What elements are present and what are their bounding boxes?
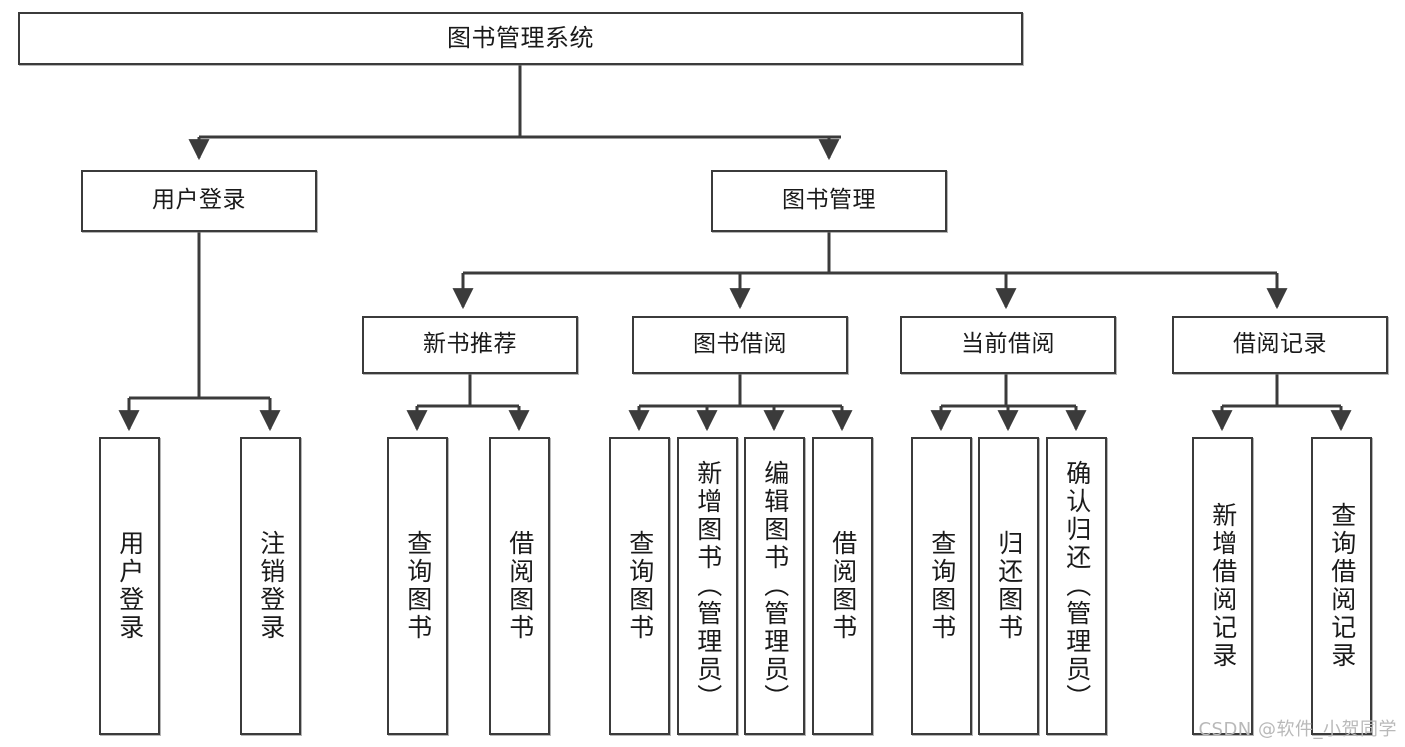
node-label: 查询图书 xyxy=(625,530,655,642)
node-borrow-record[interactable]: 借阅记录 xyxy=(1172,316,1388,374)
node-label: 借阅图书 xyxy=(505,530,535,642)
node-label: 借阅图书 xyxy=(828,530,858,642)
node-label: 新增借阅记录 xyxy=(1208,502,1238,670)
node-leaf-query-borrow-record[interactable]: 查询借阅记录 xyxy=(1311,437,1372,735)
node-label: 用户登录 xyxy=(115,530,145,642)
node-label: 查询借阅记录 xyxy=(1327,502,1357,670)
node-label: 查询图书 xyxy=(403,530,433,642)
node-label: 当前借阅 xyxy=(961,331,1055,358)
node-label: 图书管理系统 xyxy=(447,24,594,53)
node-label: 归还图书 xyxy=(994,530,1024,642)
node-label: 新书推荐 xyxy=(423,331,517,358)
node-root-system[interactable]: 图书管理系统 xyxy=(18,12,1023,65)
node-leaf-return-book[interactable]: 归还图书 xyxy=(978,437,1039,735)
node-book-manage[interactable]: 图书管理 xyxy=(711,170,947,232)
watermark-text: CSDN @软件_小贺同学 xyxy=(1198,719,1397,740)
node-leaf-add-book[interactable]: 新增图书（管理员） xyxy=(677,437,738,735)
node-leaf-query-book-borrow[interactable]: 查询图书 xyxy=(609,437,670,735)
node-leaf-logout-login[interactable]: 注销登录 xyxy=(240,437,301,735)
node-leaf-query-book-current[interactable]: 查询图书 xyxy=(911,437,972,735)
node-leaf-borrow-book-borrow[interactable]: 借阅图书 xyxy=(812,437,873,735)
node-new-book-recommend[interactable]: 新书推荐 xyxy=(362,316,578,374)
node-leaf-user-login[interactable]: 用户登录 xyxy=(99,437,160,735)
node-label: 图书借阅 xyxy=(693,331,787,358)
node-label: 图书管理 xyxy=(782,187,876,214)
node-label: 新增图书（管理员） xyxy=(693,460,723,712)
node-leaf-query-book-recommend[interactable]: 查询图书 xyxy=(387,437,448,735)
node-label: 确认归还（管理员） xyxy=(1062,460,1092,712)
node-book-borrow[interactable]: 图书借阅 xyxy=(632,316,848,374)
node-label: 用户登录 xyxy=(152,187,246,214)
node-leaf-edit-book[interactable]: 编辑图书（管理员） xyxy=(744,437,805,735)
node-label: 注销登录 xyxy=(256,530,286,642)
node-leaf-borrow-book-recommend[interactable]: 借阅图书 xyxy=(489,437,550,735)
node-label: 借阅记录 xyxy=(1233,331,1327,358)
node-leaf-add-borrow-record[interactable]: 新增借阅记录 xyxy=(1192,437,1253,735)
node-label: 编辑图书（管理员） xyxy=(760,460,790,712)
node-label: 查询图书 xyxy=(927,530,957,642)
node-current-borrow[interactable]: 当前借阅 xyxy=(900,316,1116,374)
node-leaf-confirm-return[interactable]: 确认归还（管理员） xyxy=(1046,437,1107,735)
node-user-login[interactable]: 用户登录 xyxy=(81,170,317,232)
